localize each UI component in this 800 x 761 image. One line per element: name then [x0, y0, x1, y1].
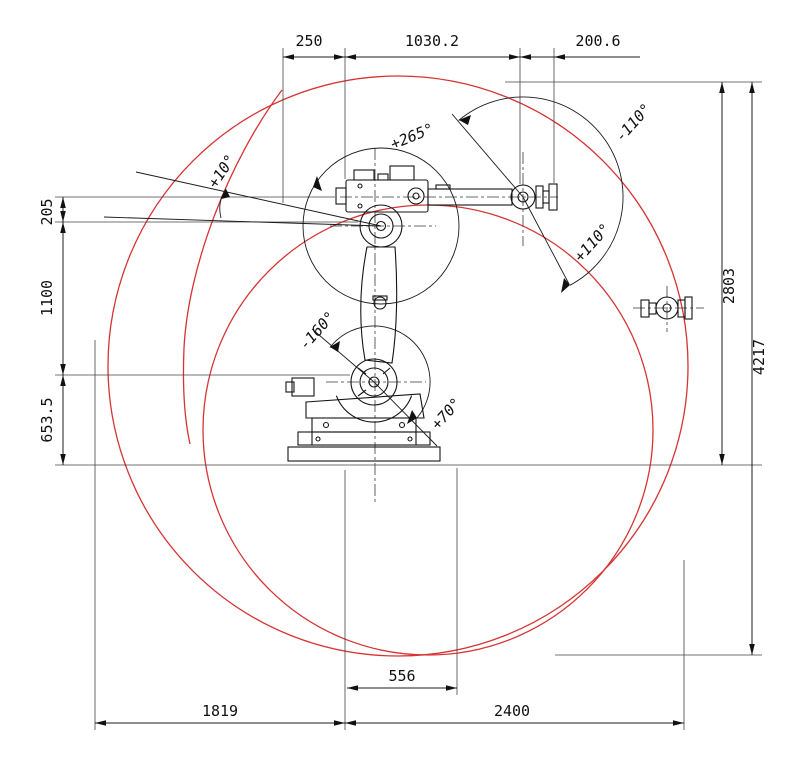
- dim-bottom-1819: 1819: [202, 702, 238, 720]
- dimension-lines: [62, 56, 753, 724]
- arc-arrows: [221, 115, 570, 424]
- angle-base-pos: +70°: [428, 394, 466, 433]
- dim-bottom-2400: 2400: [494, 702, 530, 720]
- dimension-labels: 250 1030.2 200.6 205 1100 653.5 2803 421…: [38, 32, 768, 720]
- robot-base: [285, 377, 441, 462]
- angle-wrist-pitch-neg: -110°: [611, 100, 655, 146]
- envelope-outer-circle: [107, 75, 689, 657]
- detached-wrist-unit: [640, 296, 693, 320]
- dim-top-200: 200.6: [575, 32, 620, 50]
- shoulder-joint: [359, 204, 403, 248]
- robot-base-joint: [350, 358, 398, 406]
- wrist-pitch-arc: [458, 96, 624, 286]
- robot-forearm: [427, 183, 558, 211]
- dim-top-250: 250: [295, 32, 322, 50]
- work-envelope-curves: [107, 75, 689, 657]
- extension-lines: [55, 48, 762, 730]
- robot-figure: [285, 165, 693, 462]
- joint-limit-arcs: [103, 96, 624, 447]
- dim-right-2803: 2803: [720, 268, 738, 304]
- dim-left-205: 205: [38, 198, 56, 225]
- dimension-arrows: [60, 54, 755, 726]
- angle-arm-forward: +10°: [204, 151, 239, 191]
- dim-bottom-556: 556: [388, 667, 415, 685]
- angle-wrist-roll: +265°: [388, 120, 437, 154]
- robot-arm-link: [359, 204, 403, 364]
- dim-top-1030: 1030.2: [405, 32, 459, 50]
- turntable-arc: [335, 395, 413, 423]
- dim-left-653: 653.5: [38, 397, 56, 442]
- shoulder-rotation-arc: [302, 147, 460, 305]
- base-swing-arc: [329, 325, 431, 419]
- angle-wrist-pitch-pos: +110°: [570, 220, 614, 266]
- envelope-inner-left-arc: [182, 89, 283, 445]
- wrist-joint: [510, 184, 536, 210]
- dim-left-1100: 1100: [38, 280, 56, 316]
- dim-right-4217: 4217: [750, 339, 768, 375]
